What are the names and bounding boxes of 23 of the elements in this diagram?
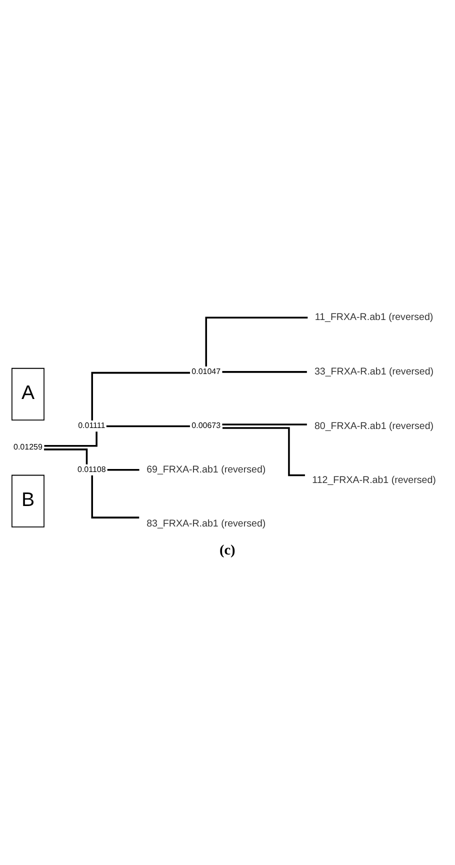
connector	[205, 316, 308, 367]
node-label: 0.01111	[78, 421, 106, 430]
node-label: 0.01259	[14, 442, 42, 452]
connector	[106, 425, 190, 428]
node-text: 112_FRXA-R.ab1 (reversed)	[312, 475, 436, 486]
connector	[44, 432, 98, 447]
node-text: 83_FRXA-R.ab1 (reversed)	[146, 518, 266, 530]
node-text: 11_FRXA-R.ab1 (reversed)	[314, 312, 434, 324]
connector	[107, 469, 140, 471]
node-text: 80_FRXA-R.ab1 (reversed)	[314, 420, 434, 432]
node-text: 69_FRXA-R.ab1 (reversed)	[146, 464, 266, 476]
node-text: 33_FRXA-R.ab1 (reversed)	[314, 366, 434, 378]
connector	[44, 448, 88, 464]
node-label: 0.00673	[192, 421, 221, 430]
node-box: A	[12, 368, 44, 420]
node-label: 0.01047	[192, 366, 221, 376]
connector	[91, 475, 140, 518]
node-box: B	[12, 474, 44, 528]
node-label: 0.01108	[78, 464, 106, 474]
connector	[91, 372, 190, 421]
caption: (c)	[219, 542, 236, 558]
connector	[222, 424, 307, 426]
connector	[222, 371, 307, 373]
